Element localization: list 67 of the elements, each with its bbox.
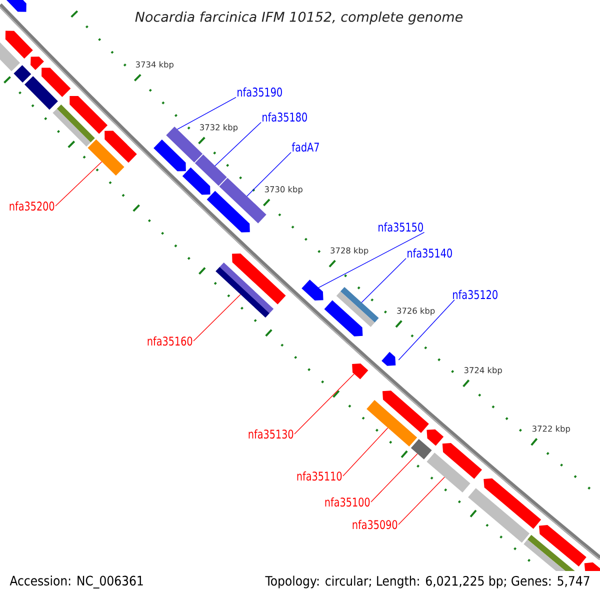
gene-label: nfa35150 <box>378 222 423 232</box>
footer-note: Accession: NC_006361 <box>10 576 143 588</box>
gene-block <box>104 130 137 163</box>
gene-bar <box>336 286 379 327</box>
gene-bar <box>24 76 58 110</box>
leader-line <box>294 374 354 434</box>
scale-label: 3722 kbp <box>532 425 570 434</box>
gene-block <box>302 280 324 301</box>
gene-bar <box>410 438 432 460</box>
gene-block <box>382 352 396 366</box>
scale-label: 3734 kbp <box>136 61 174 70</box>
gene-block <box>154 140 186 172</box>
gene-label: nfa35100 <box>325 497 370 507</box>
scale-label: 3730 kbp <box>264 186 302 194</box>
leader-line <box>342 427 388 476</box>
gene-block <box>5 30 33 59</box>
gene-label: nfa35160 <box>148 336 192 346</box>
leader-line <box>318 232 425 288</box>
gene-bar <box>88 139 124 176</box>
gene-block <box>182 167 210 195</box>
scale-label: 3728 kbp <box>330 247 368 256</box>
leader-line <box>361 258 406 303</box>
gene-block <box>324 300 363 336</box>
gene-label: nfa35090 <box>352 520 398 530</box>
gene-bar <box>426 452 470 493</box>
gene-bar <box>524 534 575 571</box>
gene-block <box>484 478 542 529</box>
scale-label: 3724 kbp <box>464 366 502 375</box>
leader-line <box>176 97 236 130</box>
gene-label: nfa35140 <box>408 248 452 258</box>
gene-label: nfa35120 <box>453 290 498 300</box>
gene-block <box>442 443 482 479</box>
gene-block <box>232 253 286 304</box>
gene-label: nfa35180 <box>262 112 307 122</box>
gene-block <box>70 96 108 134</box>
leader-line <box>55 161 102 206</box>
gene-block <box>426 429 444 446</box>
gene-bar <box>216 262 274 318</box>
gene-block <box>538 524 586 566</box>
gene-bar <box>14 65 32 83</box>
gene-label: nfa35190 <box>238 87 282 97</box>
gene-label: fadA7 <box>292 142 319 152</box>
gene-block <box>382 390 429 433</box>
leader-line <box>214 122 262 166</box>
gene-bar <box>52 104 95 147</box>
scale-label: 3726 kbp <box>397 307 435 316</box>
gene-label: nfa35130 <box>248 429 294 439</box>
leader-line <box>398 476 445 525</box>
gene-block <box>6 0 26 12</box>
gene-block <box>206 190 250 232</box>
footer-note: Topology: circular; Length: 6,021,225 bp; Genes: 5,747 <box>265 576 590 588</box>
gene-bar <box>194 154 227 186</box>
gene-bar <box>468 488 530 543</box>
leader-line <box>398 299 455 360</box>
gene-label: nfa35110 <box>297 471 342 481</box>
gene-label: nfa35200 <box>10 201 54 211</box>
gene-block <box>30 56 44 70</box>
gene-block <box>584 562 600 571</box>
scale-label: 3732 kbp <box>200 124 238 132</box>
gene-block <box>352 364 368 380</box>
leader-line <box>370 453 418 502</box>
map-title: Nocardia farcinica IFM 10152, complete genome <box>135 11 463 25</box>
gene-block <box>42 68 71 98</box>
gene-bar <box>219 178 266 224</box>
gene-bar <box>366 400 418 447</box>
leader-line <box>246 152 292 197</box>
gene-bar <box>0 42 20 72</box>
